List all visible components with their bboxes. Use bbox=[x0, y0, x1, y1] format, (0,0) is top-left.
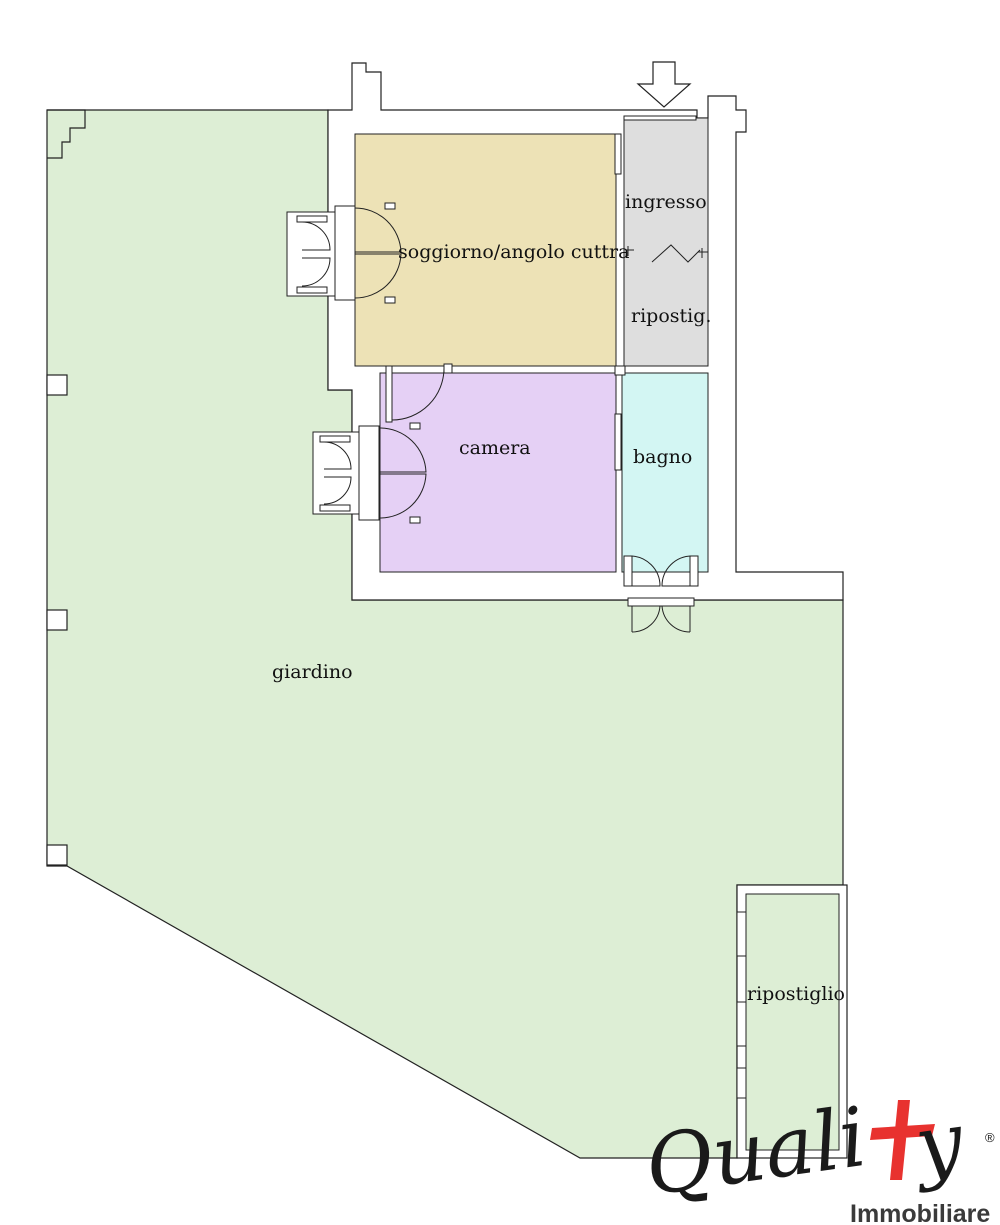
garden-post-3 bbox=[46, 844, 68, 866]
soggiorno-area bbox=[354, 133, 617, 367]
ripostiglio-label: ripostiglio bbox=[747, 983, 845, 1005]
bagno-area bbox=[621, 372, 709, 573]
logo-subtitle: Immobiliare bbox=[850, 1200, 990, 1225]
ripostiglio-area bbox=[745, 893, 840, 1151]
stair-cap-left bbox=[626, 246, 634, 256]
entrance-arrow-icon bbox=[636, 61, 692, 108]
bagno-garden-door bbox=[623, 555, 699, 633]
ingresso-sliding-door bbox=[614, 133, 622, 175]
soggiorno-label: soggiorno/angolo cuttra bbox=[398, 241, 629, 263]
partition-stub bbox=[614, 365, 626, 376]
garden-post-1 bbox=[46, 374, 68, 396]
camera-door bbox=[385, 363, 453, 423]
ingresso-area bbox=[623, 117, 709, 367]
bagno-sliding-door bbox=[614, 413, 622, 471]
logo-t-cross-icon bbox=[870, 1100, 935, 1180]
garden-corner-notch bbox=[47, 109, 86, 159]
soggiorno-window bbox=[286, 202, 402, 304]
camera-window bbox=[312, 422, 427, 524]
entrance-door bbox=[623, 115, 697, 121]
logo-script-end: y bbox=[906, 1094, 971, 1195]
camera-label: camera bbox=[459, 437, 531, 459]
garden-post-2 bbox=[46, 609, 68, 631]
giardino-label: giardino bbox=[272, 661, 353, 683]
ripostiglio-door-1 bbox=[736, 911, 747, 957]
ripostig-label: ripostig. bbox=[631, 305, 711, 327]
ingresso-label: ingresso bbox=[625, 191, 707, 213]
stair-cap-right bbox=[698, 248, 708, 258]
stair-symbol-icon bbox=[651, 244, 701, 263]
logo-registered: ® bbox=[985, 1130, 995, 1145]
ripostiglio-door-2 bbox=[736, 1001, 747, 1047]
bagno-label: bagno bbox=[633, 446, 692, 468]
ripostiglio-door-3 bbox=[736, 1067, 747, 1099]
